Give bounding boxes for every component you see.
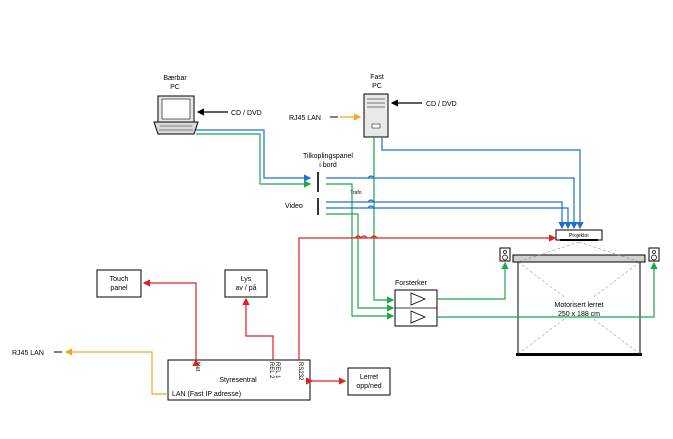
- amp-to-left-speaker: [437, 261, 509, 300]
- desktop-audio-cable: [373, 137, 395, 304]
- amplifier-box: [394, 289, 438, 327]
- controller-box: [167, 359, 311, 401]
- desktop-label-line1: Fast: [370, 74, 384, 81]
- screen-label-line2: 250 x 188 cm: [558, 311, 600, 318]
- controller-to-lights: [242, 297, 274, 360]
- panel-trafo-label: Trafo: [350, 190, 362, 196]
- controller-title: Styresentral: [219, 377, 257, 384]
- controller-port-rs232: RS232: [297, 362, 303, 381]
- controller-port-rel1: REL 1: [274, 362, 280, 379]
- screen-label-line1: Motorisert lerret: [554, 302, 603, 309]
- controller-port-net: Net: [194, 362, 200, 372]
- desktop-cd-label: CD / DVD: [426, 101, 457, 108]
- screen-control-box: [347, 367, 391, 396]
- projector-label: Projektor: [569, 233, 589, 239]
- touch-panel-label-line1: Touch: [110, 276, 129, 283]
- lights-label-line2: av / på: [235, 284, 256, 292]
- desktop-pc-icon: [363, 93, 389, 138]
- laptop-cd-label: CD / DVD: [231, 110, 262, 117]
- screen-control-label-line1: Lerret: [360, 374, 378, 381]
- touch-panel-box: [96, 269, 142, 298]
- amplifier-label: Forsterker: [395, 280, 428, 287]
- speaker-left-icon: [499, 247, 511, 262]
- controller-lan-text: LAN (Fast IP adresse): [172, 391, 241, 398]
- panel-label-line1: Tilkoplingspanel: [303, 153, 353, 160]
- left-lan-label: RJ45 LAN: [12, 350, 44, 357]
- amp-to-right-speaker: [437, 261, 658, 318]
- controller-port-rel2: REL 2: [268, 362, 274, 379]
- desktop-lan-label: RJ45 LAN: [289, 115, 321, 122]
- laptop-vga-cable: [196, 129, 312, 182]
- video-to-projector-blue: [326, 201, 566, 230]
- lights-label-line1: Lys: [241, 276, 252, 283]
- panel-to-amp-audio: [326, 183, 395, 320]
- controller-to-projector-rs232: [298, 234, 557, 360]
- panel-video-label: Video: [285, 203, 303, 210]
- laptop-icon: [153, 95, 199, 135]
- screen-label-bg: [546, 298, 612, 318]
- controller-lan-cable: [64, 348, 168, 395]
- speaker-right-icon: [648, 247, 660, 262]
- panel-to-projector-vga: [326, 177, 578, 230]
- screen-bottom-bar: [516, 353, 642, 356]
- touch-panel-label-line2: panel: [110, 285, 128, 292]
- video-to-amp-audio: [326, 213, 395, 312]
- panel-label-line2: i bord: [319, 162, 337, 169]
- screen-control-label-line2: opp/ned: [356, 383, 381, 390]
- laptop-label-line1: Bærbar: [163, 75, 187, 82]
- video-to-projector-blue-2: [326, 207, 572, 230]
- laptop-audio-cable: [196, 133, 312, 188]
- controller-to-touch-panel: [142, 279, 200, 366]
- desktop-vga-cable: [381, 137, 584, 230]
- laptop-label-line2: PC: [170, 84, 180, 91]
- lights-box: [224, 269, 268, 298]
- desktop-label-line2: PC: [372, 83, 382, 90]
- screen-housing: [512, 254, 646, 263]
